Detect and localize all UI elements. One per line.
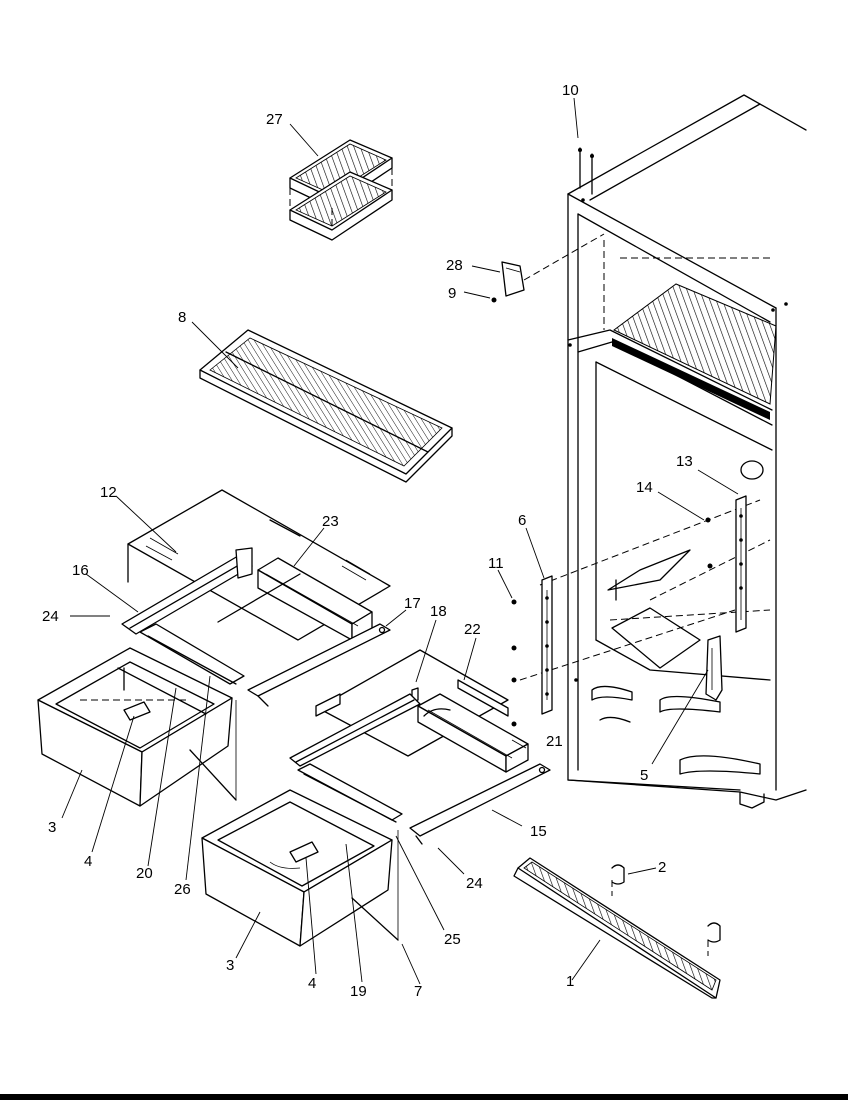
callout-4-upper: 4 [84, 853, 92, 870]
callout-20: 20 [136, 865, 153, 882]
clip-2 [611, 864, 721, 956]
side-rail-15 [409, 763, 551, 845]
crisper-drawer-upper [37, 647, 237, 807]
callout-4-lower: 4 [308, 975, 316, 992]
callout-26: 26 [174, 881, 191, 898]
shelf-frame-18 [289, 693, 421, 767]
callout-22: 22 [464, 621, 481, 638]
refrigerator-cabinet [519, 94, 807, 809]
shelf-trim-21 [417, 693, 529, 773]
callout-10: 10 [562, 82, 579, 99]
bracket-5 [705, 635, 723, 701]
callout-1: 1 [566, 973, 574, 990]
callout-27: 27 [266, 111, 283, 128]
wire-shelf-8 [199, 329, 453, 483]
shelf-frame-16 [121, 547, 301, 635]
leader-lines [61, 97, 739, 985]
callout-3-lower: 3 [226, 957, 234, 974]
callout-17: 17 [404, 595, 421, 612]
bottom-grille-1 [513, 857, 721, 999]
ice-trays-27 [289, 139, 393, 241]
callout-11: 11 [488, 555, 504, 572]
callout-16: 16 [72, 562, 89, 579]
callout-21: 21 [546, 733, 563, 750]
callout-2: 2 [658, 859, 666, 876]
crisper-drawer-lower [201, 789, 399, 947]
callout-8: 8 [178, 309, 186, 326]
callout-13: 13 [676, 453, 693, 470]
callout-6: 6 [518, 512, 526, 529]
callout-labels: 10 27 28 9 8 13 14 12 23 6 11 16 17 18 2… [42, 82, 693, 1000]
shelf-rail-13 [705, 495, 747, 633]
callout-24-upper: 24 [42, 608, 59, 625]
shelf-trim-22-18 [315, 649, 509, 757]
callout-15: 15 [530, 823, 547, 840]
callout-14: 14 [636, 479, 653, 496]
callout-3-upper: 3 [48, 819, 56, 836]
side-rail-17 [247, 623, 391, 707]
shelf-rail-6 [511, 575, 553, 727]
callout-23: 23 [322, 513, 339, 530]
crisper-frame-upper [117, 623, 245, 715]
bottom-border [0, 1094, 848, 1100]
crisper-frame-25 [297, 763, 403, 823]
callout-12: 12 [100, 484, 117, 501]
callout-5: 5 [640, 767, 648, 784]
callout-9: 9 [448, 285, 456, 302]
callout-24-lower: 24 [466, 875, 483, 892]
callout-18: 18 [430, 603, 447, 620]
screw-10 [578, 147, 594, 195]
callout-25: 25 [444, 931, 461, 948]
callout-28: 28 [446, 257, 463, 274]
light-shield-28 [491, 233, 605, 303]
callout-7: 7 [414, 983, 422, 1000]
callout-19: 19 [350, 983, 367, 1000]
